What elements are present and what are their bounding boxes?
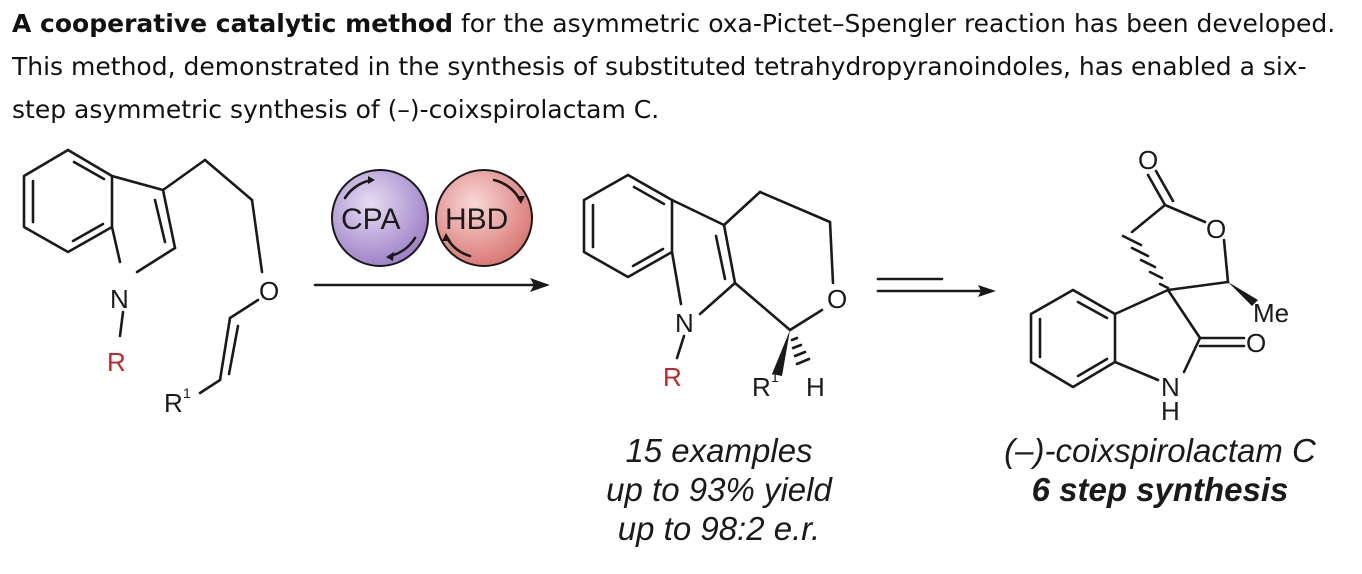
product-nitrogen: N bbox=[675, 308, 694, 338]
abstract-body: for the asymmetric oxa-Pictet–Spengler r… bbox=[12, 9, 1336, 124]
sm-oxygen: O bbox=[259, 276, 279, 306]
caption-step-count: 6 step synthesis bbox=[1032, 471, 1289, 508]
abstract-lead: A cooperative catalytic method bbox=[12, 9, 453, 38]
target-nh-nitrogen: N bbox=[1161, 372, 1180, 402]
target-ring-oxygen: O bbox=[1206, 214, 1226, 244]
product-hydrogen: H bbox=[806, 372, 825, 402]
hashed-bond bbox=[790, 336, 811, 366]
hbd-catalyst: HBD bbox=[435, 169, 533, 267]
sm-r1-superscript: 1 bbox=[183, 385, 191, 401]
caption-target-name: (–)-coixspirolactam C bbox=[1004, 432, 1317, 469]
hbd-label: HBD bbox=[445, 203, 508, 236]
product-r1-superscript: 1 bbox=[771, 369, 779, 385]
caption-er: up to 98:2 e.r. bbox=[618, 510, 820, 547]
multistep-arrow bbox=[876, 277, 996, 297]
starting-material: N R O R 1 bbox=[22, 148, 279, 418]
sm-r1-group: R bbox=[164, 388, 183, 418]
product-r1-group: R bbox=[752, 372, 771, 402]
target-caption: (–)-coixspirolactam C 6 step synthesis bbox=[1004, 432, 1317, 508]
product-oxygen: O bbox=[827, 284, 847, 314]
product-r-group: R bbox=[663, 362, 682, 392]
product-caption: 15 examples up to 93% yield up to 98:2 e… bbox=[606, 432, 833, 547]
caption-yield: up to 93% yield bbox=[606, 471, 833, 508]
cpa-label: CPA bbox=[341, 203, 400, 236]
target-nh-hydrogen: H bbox=[1161, 396, 1180, 426]
reaction-arrow bbox=[313, 278, 550, 292]
sm-nitrogen: N bbox=[110, 284, 129, 314]
cpa-catalyst: CPA bbox=[331, 169, 429, 267]
hashed-bond-spiro bbox=[1121, 234, 1170, 290]
caption-examples: 15 examples bbox=[625, 432, 812, 469]
target-structure: O O Me O N H bbox=[1029, 145, 1289, 426]
target-carbonyl-oxygen: O bbox=[1138, 145, 1158, 175]
target-methyl: Me bbox=[1253, 298, 1289, 328]
sm-r-group: R bbox=[107, 347, 126, 377]
target-amide-oxygen: O bbox=[1246, 328, 1266, 358]
product-structure: N R O R 1 H bbox=[582, 173, 847, 402]
abstract-text: A cooperative catalytic method for the a… bbox=[12, 2, 1352, 131]
